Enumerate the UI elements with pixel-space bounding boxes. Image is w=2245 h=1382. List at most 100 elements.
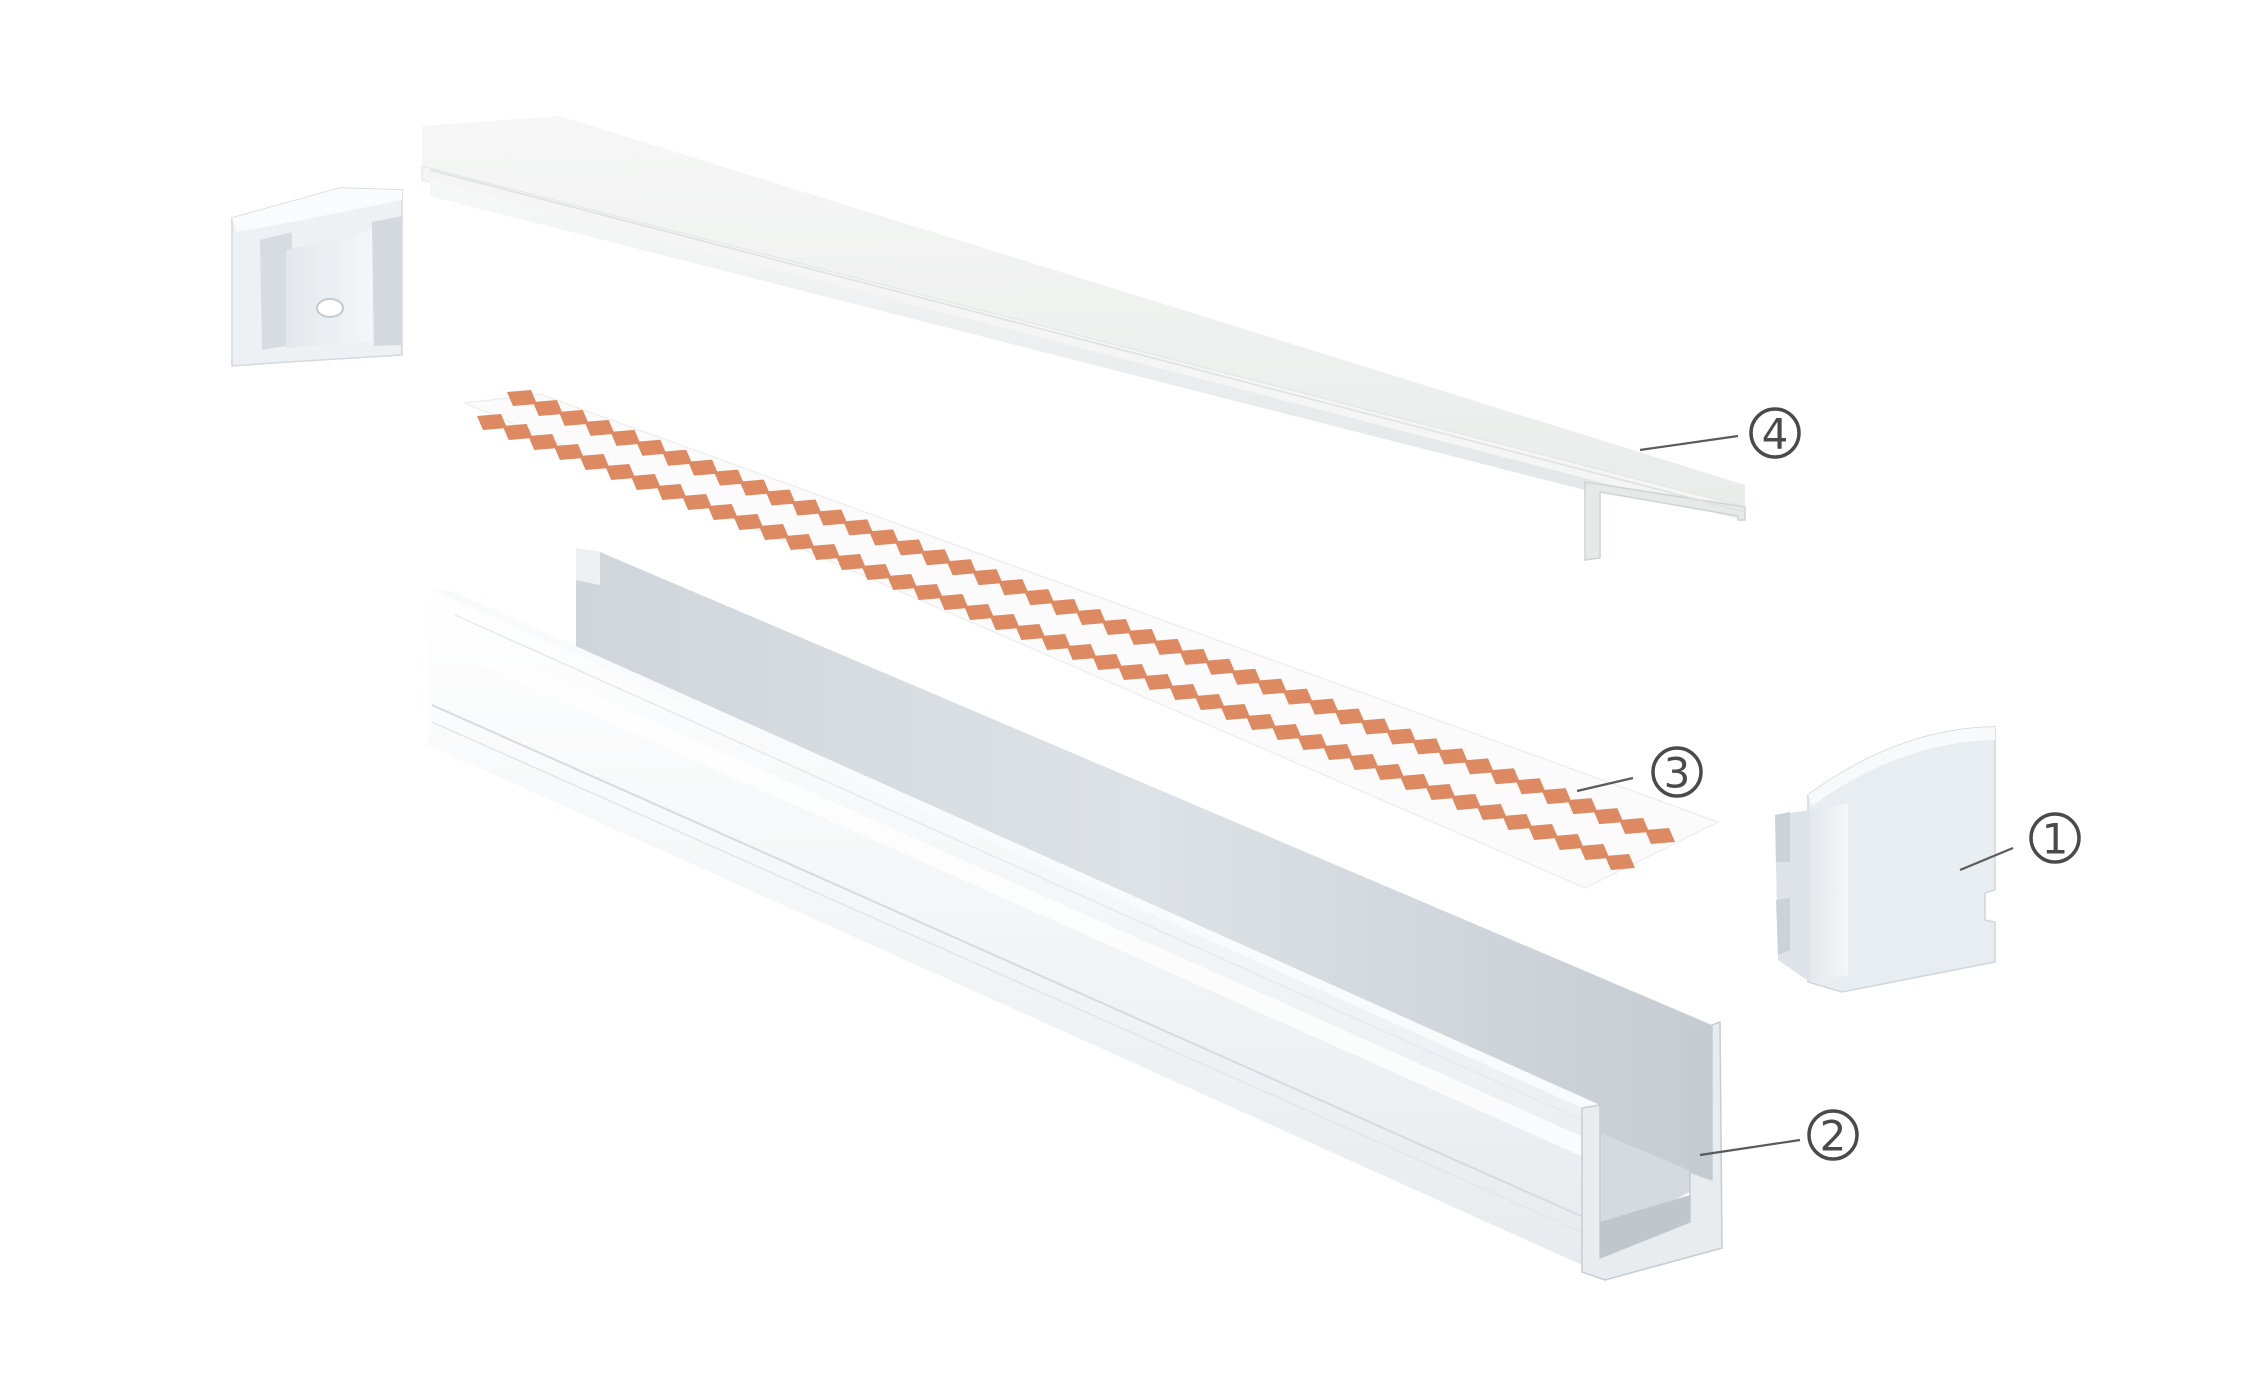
led-chip: [784, 534, 815, 550]
led-chip: [1476, 804, 1507, 820]
led-chip: [1425, 784, 1456, 800]
leader-line: [1576, 776, 1634, 793]
led-chip: [1015, 624, 1046, 640]
led-chip: [1050, 599, 1081, 616]
led-chip: [1127, 628, 1158, 645]
led-chip: [810, 544, 841, 560]
led-chip: [610, 429, 641, 446]
led-chip: [1194, 694, 1225, 710]
led-chip: [584, 419, 615, 436]
led-chip: [1502, 814, 1533, 830]
callout-4: 4: [1639, 407, 1801, 459]
led-chip: [1515, 778, 1546, 795]
callout-label: 4: [1762, 410, 1789, 459]
led-chip: [759, 524, 789, 540]
led-chip: [835, 554, 866, 570]
end-cap-left: [231, 187, 403, 367]
led-chip: [713, 469, 744, 486]
led-chip: [1528, 824, 1559, 840]
led-chip: [843, 519, 874, 536]
end-cap-right: [1775, 726, 1996, 993]
led-chip: [1271, 724, 1302, 740]
led-chip: [1399, 774, 1430, 790]
led-chip: [688, 459, 719, 476]
led-chip: [1246, 714, 1277, 730]
led-chip: [1645, 828, 1675, 844]
led-chip: [938, 594, 969, 610]
led-chip: [989, 614, 1020, 630]
led-chip: [1092, 654, 1123, 670]
led-chip: [765, 489, 796, 506]
led-chip: [1541, 788, 1572, 805]
led-chip: [682, 494, 713, 510]
led-chip: [1438, 748, 1469, 765]
led-chip: [1605, 854, 1635, 870]
led-chip: [707, 504, 738, 520]
led-chip: [1323, 744, 1353, 760]
led-chip: [1066, 644, 1097, 660]
led-chip: [946, 559, 977, 576]
led-chip: [1117, 664, 1148, 680]
led-chip: [1101, 618, 1132, 635]
leader-line: [1699, 1138, 1801, 1157]
callout-3: 3: [1576, 746, 1703, 798]
led-chip: [887, 574, 918, 590]
led-chip: [912, 584, 943, 600]
led-chip: [869, 529, 900, 546]
led-chip: [477, 414, 507, 430]
led-chip: [558, 409, 589, 426]
led-chip: [502, 424, 533, 440]
led-chip: [1179, 648, 1210, 665]
led-chip: [1297, 734, 1328, 750]
led-chip: [1205, 658, 1236, 675]
led-chip: [656, 484, 687, 500]
led-chip: [1153, 638, 1184, 655]
led-chip: [636, 439, 667, 456]
led-chip-array: [477, 390, 1675, 870]
led-chip: [1489, 768, 1520, 785]
led-chip: [964, 604, 995, 620]
led-chip: [1282, 688, 1313, 705]
led-chip: [507, 390, 537, 406]
led-chip: [1257, 678, 1288, 695]
led-chip: [1231, 668, 1262, 685]
led-chip: [972, 569, 1003, 586]
led-chip: [861, 564, 892, 580]
callout-label: 1: [2042, 815, 2069, 864]
led-chip: [1360, 718, 1391, 735]
led-chip: [1143, 674, 1174, 690]
led-chip: [553, 444, 584, 460]
led-chip: [1451, 794, 1482, 810]
led-chip: [998, 579, 1029, 596]
led-chip: [894, 539, 925, 556]
leader-line: [1959, 846, 2014, 872]
led-chip: [1041, 634, 1071, 650]
led-chip: [791, 499, 822, 516]
led-chip: [605, 464, 636, 480]
led-chip: [1463, 758, 1494, 775]
led-chip: [817, 509, 848, 526]
led-chip: [1334, 708, 1365, 725]
callout-ring: [1749, 407, 1801, 459]
led-chip: [1308, 698, 1339, 715]
led-strip: [462, 390, 1720, 889]
callout-label: 3: [1664, 749, 1691, 798]
callout-2: 2: [1699, 1109, 1859, 1161]
led-chip: [1593, 808, 1624, 825]
led-chip: [1076, 609, 1106, 625]
led-chip: [662, 449, 693, 466]
led-chip: [1374, 764, 1405, 780]
led-chip: [630, 474, 661, 490]
led-chip: [1579, 844, 1610, 860]
led-chip: [1412, 738, 1443, 755]
callout-ring: [2029, 812, 2081, 864]
leader-line: [1639, 434, 1739, 452]
diffuser-cover: [421, 116, 1746, 561]
led-chip: [1553, 834, 1584, 850]
led-chip: [733, 514, 764, 530]
callout-ring: [1807, 1109, 1859, 1161]
led-chip: [1348, 754, 1379, 770]
led-chip: [1169, 684, 1200, 700]
led-chip: [1619, 818, 1650, 835]
